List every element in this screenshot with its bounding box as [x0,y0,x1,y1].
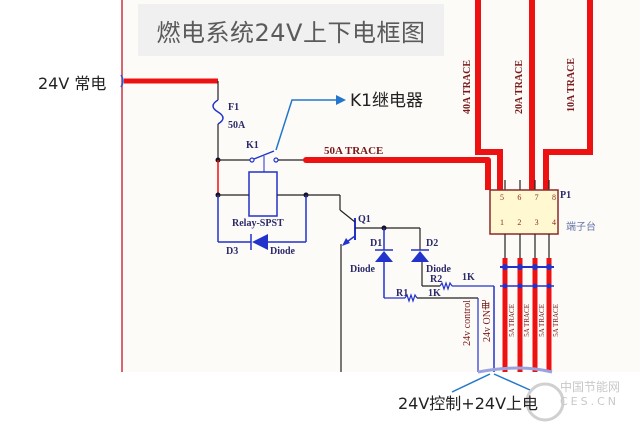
watermark-line1: 中国节能网 [560,380,621,394]
schematic-sheet [122,0,640,372]
trace-5a-label: 5A TRACE [538,304,546,337]
resistor-r1-icon [404,293,418,303]
q1-ref: Q1 [358,214,371,225]
callout-arrow-left [451,373,491,393]
trace-40a-label: 40A TRACE [462,60,473,114]
r2-value: 1K [462,272,475,283]
pin-label: 5 [500,193,504,202]
lower-traces [500,258,554,372]
switch-blade [253,150,275,160]
arrow-head-icon [336,95,346,105]
input-port-icon [120,74,124,88]
page-title: 燃电系统24V上下电框图 [156,18,426,47]
trace-5a-label: 5A TRACE [508,304,516,337]
watermark-logo-icon [525,382,565,422]
transistor-arrow-icon [342,238,350,246]
trace-5a-label: 5A TRACE [552,304,560,337]
fuse-value: 50A [228,120,246,131]
title-banner: 燃电系统24V上下电框图 [138,4,444,56]
d1-name: Diode [350,264,375,275]
connector-pins-bottom [504,234,550,262]
pin-label: 2 [517,218,522,227]
fuse-ref: F1 [228,102,240,113]
connector-bottom-pins: 1 2 3 4 [500,218,556,227]
resistor-r2-icon [439,281,453,291]
power-input-label: 24V 常电 [38,74,107,93]
net-24v-on-label: 24v ON电 [482,300,493,342]
trace-20a-label: 20A TRACE [514,60,525,114]
pin-label: 6 [517,193,522,202]
trace-10a [543,0,593,190]
trace-5a-label: 5A TRACE [523,304,531,337]
connector-ref: P1 [560,190,572,201]
diode-d3-icon [252,234,268,250]
trace-40a [475,0,503,190]
relay-coil-label: Relay-SPST [232,218,284,229]
switch-contact [249,157,255,163]
bottom-callout-label: 24V控制+24V上电 [398,394,539,413]
r1-ref: R1 [396,288,409,299]
connector-p1-body [489,189,559,235]
watermark-line2: CES.CN [560,395,620,408]
relay-callout-label: K1继电器 [350,91,423,111]
pin-label: 4 [551,218,556,227]
trace-50a-label: 50A TRACE [324,145,384,157]
relay-switch-ref: K1 [246,140,259,151]
pin-label: 8 [551,193,556,202]
watermark: 中国节能网 CES.CN [534,378,620,408]
d3-ref: D3 [226,246,239,257]
r2-ref: R2 [430,274,443,285]
d1-ref: D1 [370,238,383,249]
terminal-block-label: 端子台 [566,222,596,233]
pin-label: 1 [500,218,504,227]
connector-top-pins: 5 6 7 8 [500,193,556,202]
fuse-icon [212,99,224,125]
relay-callout-arrow [275,99,340,151]
pin-label: 7 [534,193,539,202]
d3-name: Diode [270,246,295,257]
d2-ref: D2 [426,238,439,249]
d2-name: Diode [426,264,451,275]
diode-d1-icon [375,251,393,262]
net-24v-control-label: 24v control [462,300,473,346]
brace [477,366,553,374]
callout-arrow-right [493,373,531,391]
pin-label: 3 [534,218,539,227]
trace-10a-label: 10A TRACE [566,58,577,112]
relay-coil [248,171,278,217]
r1-value: 1K [428,288,441,299]
transistor-collector [339,209,356,223]
diode-d2-icon [411,251,429,262]
